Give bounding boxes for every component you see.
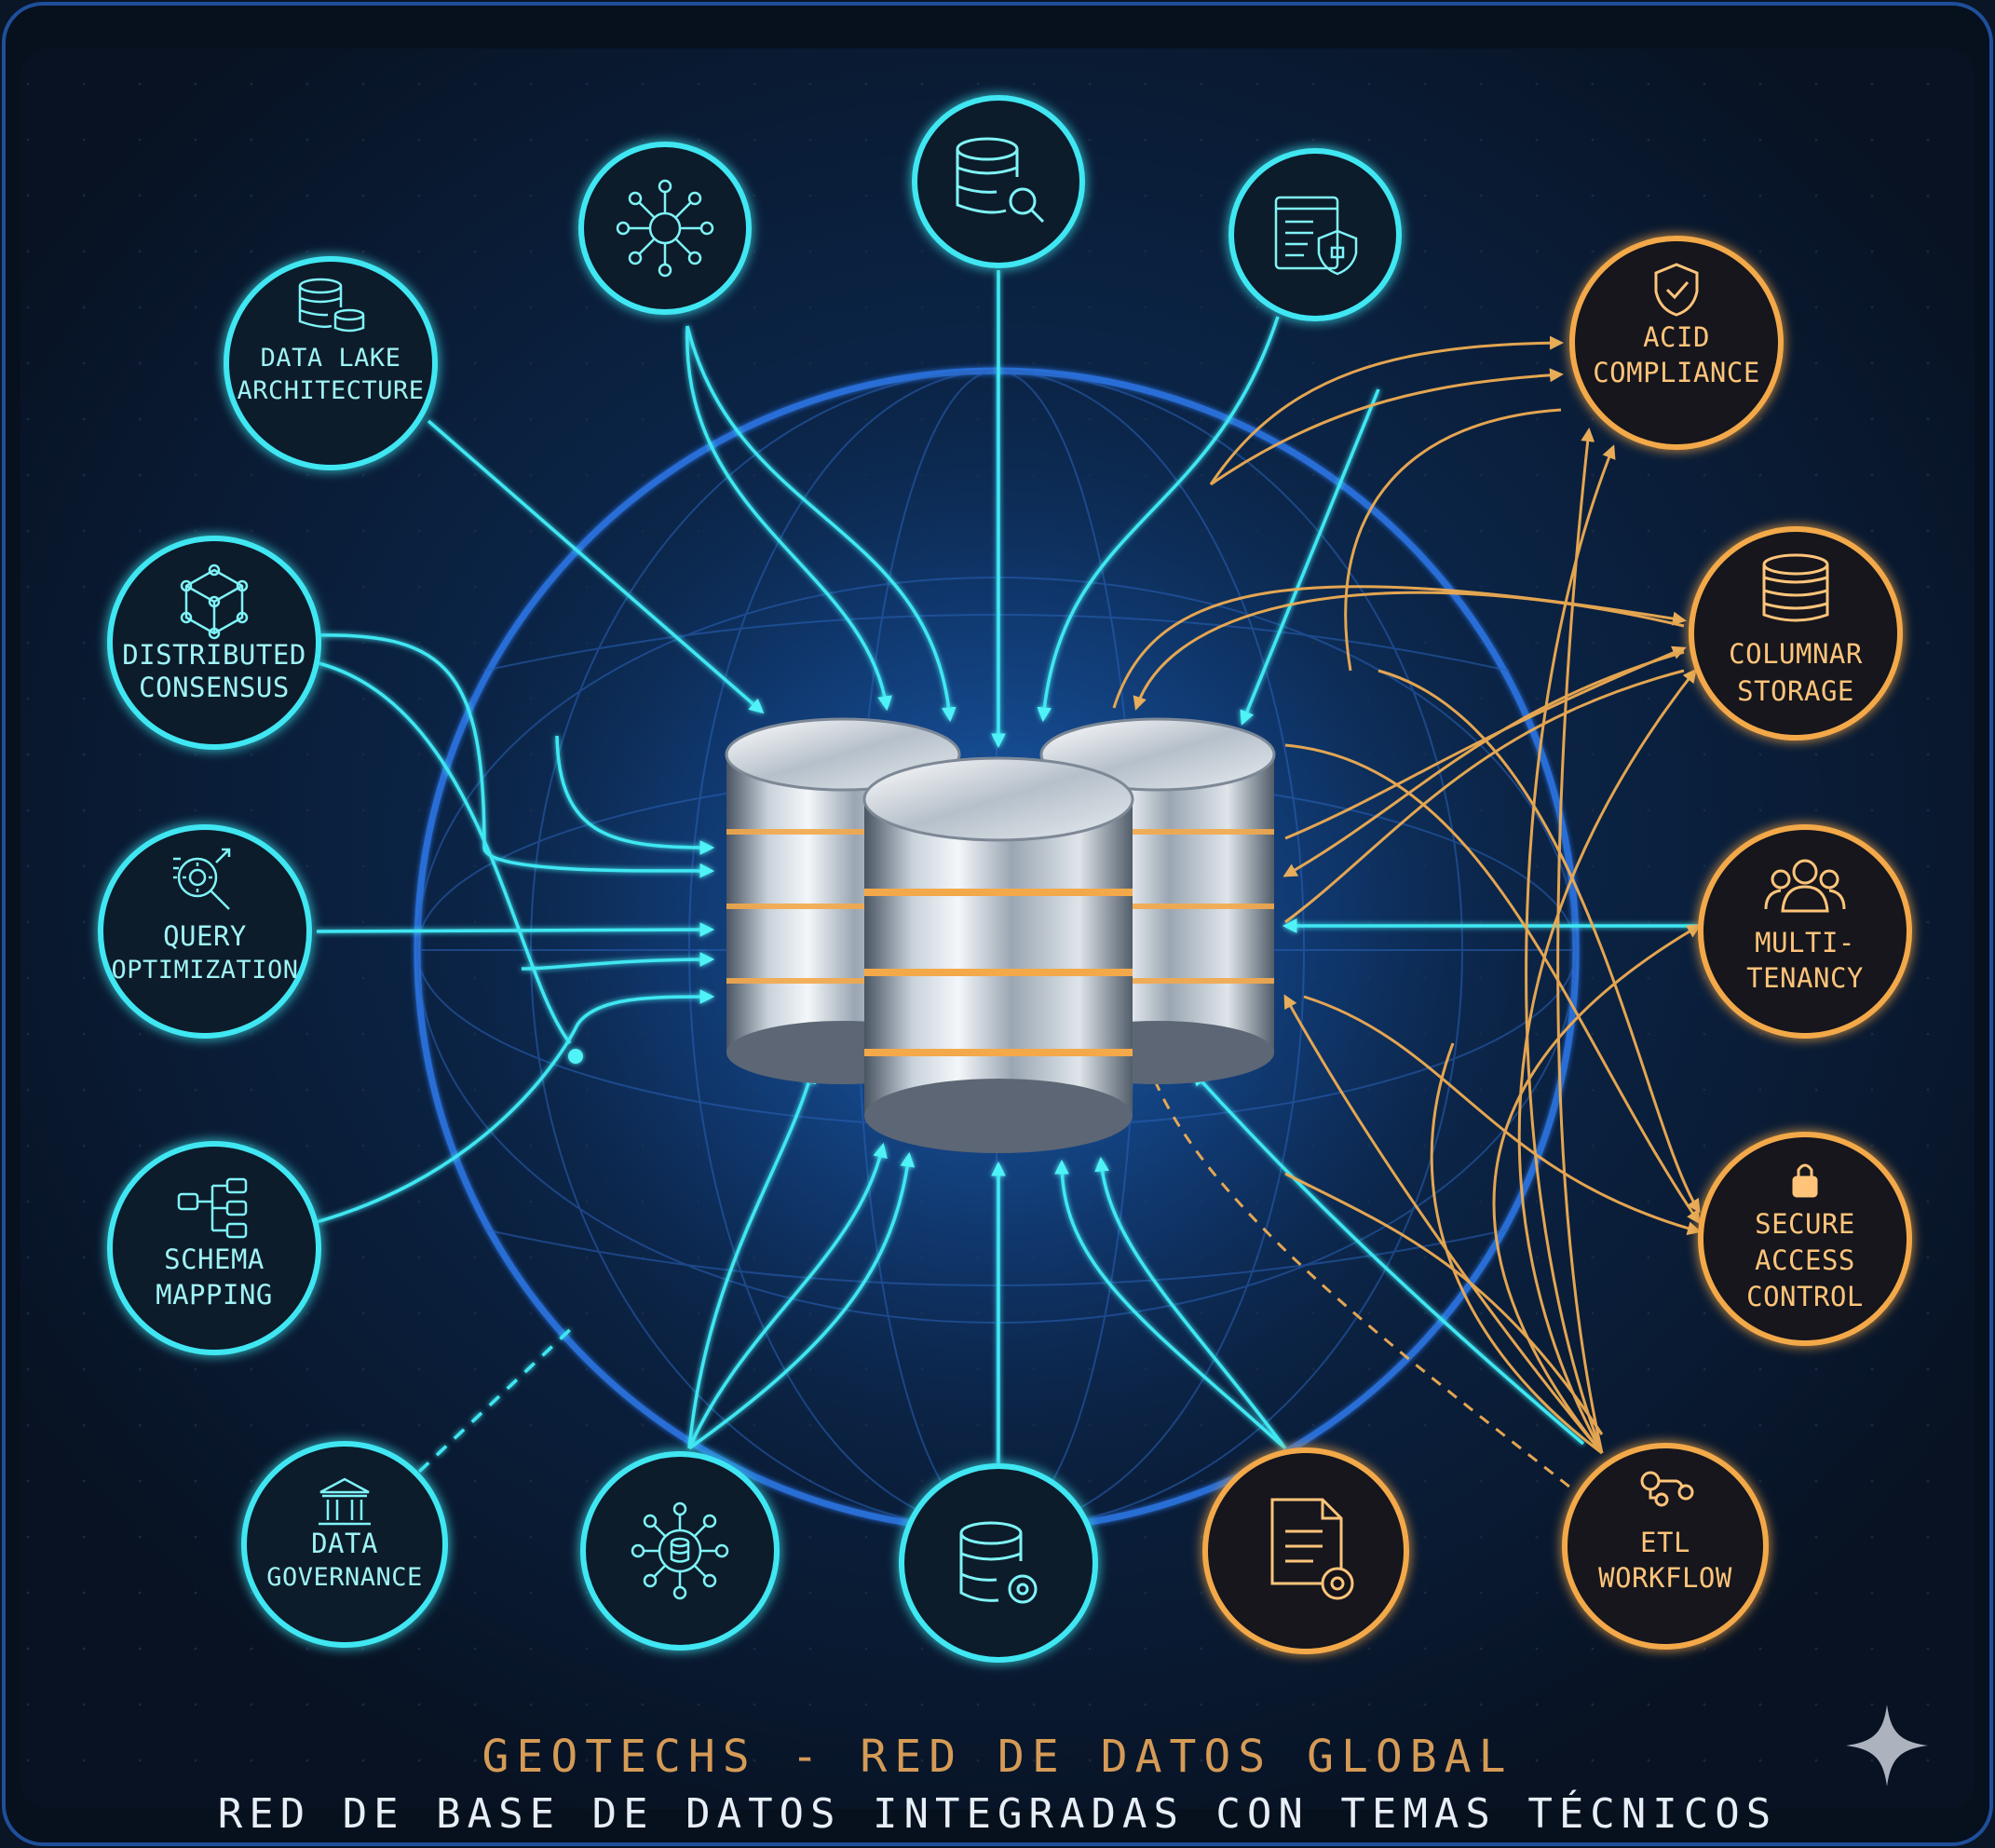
node-top-right[interactable]: [1228, 148, 1402, 321]
junction-dot: [568, 1049, 583, 1064]
node-label-line1: ETL: [1640, 1527, 1690, 1558]
node-label-line2: MAPPING: [156, 1279, 273, 1311]
node-label-line1: QUERY: [163, 920, 247, 952]
node-label-line2: ARCHITECTURE: [237, 376, 424, 405]
node-label-line2: OPTIMIZATION: [111, 956, 298, 985]
node-label-line1: DATA LAKE: [261, 344, 401, 373]
document-settings-icon: [1270, 1498, 1354, 1600]
page-subtitle: RED DE BASE DE DATOS INTEGRADAS CON TEMA…: [217, 1790, 1778, 1838]
node-schema-mapping[interactable]: SCHEMA MAPPING: [107, 1141, 321, 1355]
institution-icon: [319, 1477, 371, 1526]
database-search-icon: [956, 137, 1045, 224]
shield-check-icon: [1654, 263, 1699, 317]
node-label-line1: DISTRIBUTED: [122, 639, 306, 671]
magnifier-gear-icon: [173, 848, 231, 910]
database-settings-icon: [959, 1521, 1038, 1604]
schema-tree-icon: [177, 1177, 248, 1239]
node-label-line1: SECURE: [1755, 1208, 1855, 1240]
database-stack-icon: [298, 278, 365, 333]
node-multi-tenancy[interactable]: MULTI- TENANCY: [1698, 824, 1912, 1039]
node-label-line2: STORAGE: [1737, 675, 1854, 707]
storage-drum-icon: [1762, 553, 1829, 622]
node-top-left[interactable]: [578, 142, 752, 315]
cube-network-icon: [180, 564, 249, 640]
database-cluster-icon: [631, 1502, 729, 1600]
window-shield-icon: [1274, 196, 1358, 276]
database-center-stack: [862, 756, 1134, 1153]
node-label-line2: GOVERNANCE: [266, 1563, 423, 1592]
node-label-line2: TENANCY: [1746, 962, 1864, 994]
node-label-line1: MULTI-: [1755, 927, 1855, 958]
node-label-line1: COLUMNAR: [1729, 638, 1863, 670]
node-label-line2: ACCESS: [1755, 1244, 1855, 1276]
node-top-center[interactable]: [912, 95, 1085, 268]
central-database-cluster: [725, 717, 1276, 1153]
sparkle-icon: [1846, 1705, 1928, 1787]
node-label-line2: WORKFLOW: [1598, 1562, 1732, 1594]
node-label-line2: COMPLIANCE: [1593, 357, 1760, 388]
padlock-icon: [1792, 1163, 1818, 1198]
node-label-line1: ACID: [1643, 321, 1710, 353]
node-data-lake-architecture[interactable]: DATA LAKE ARCHITECTURE: [224, 256, 438, 470]
node-acid-compliance[interactable]: ACID COMPLIANCE: [1569, 236, 1784, 450]
node-label-line3: CONTROL: [1746, 1281, 1864, 1312]
workflow-icon: [1640, 1471, 1694, 1507]
node-distributed-consensus[interactable]: DISTRIBUTED CONSENSUS: [107, 536, 321, 750]
node-bottom-left[interactable]: [580, 1451, 780, 1651]
node-bottom-right[interactable]: [1202, 1447, 1409, 1654]
orange-connectors: [1112, 335, 1702, 1492]
node-columnar-storage[interactable]: COLUMNAR STORAGE: [1689, 526, 1903, 741]
users-group-icon: [1764, 859, 1846, 913]
node-label-line1: SCHEMA: [164, 1243, 265, 1275]
node-etl-workflow[interactable]: ETL WORKFLOW: [1562, 1443, 1769, 1650]
cyan-connectors: [316, 270, 1699, 1474]
node-query-optimization[interactable]: QUERY OPTIMIZATION: [98, 824, 312, 1039]
node-label-line2: CONSENSUS: [139, 672, 290, 703]
page-title: GEOTECHS - RED DE DATOS GLOBAL: [482, 1731, 1513, 1783]
node-label-line1: DATA: [311, 1528, 378, 1559]
node-data-governance[interactable]: DATA GOVERNANCE: [241, 1441, 448, 1648]
network-hub-icon: [616, 179, 714, 278]
node-bottom-center[interactable]: [899, 1463, 1098, 1663]
node-secure-access-control[interactable]: SECURE ACCESS CONTROL: [1698, 1132, 1912, 1346]
